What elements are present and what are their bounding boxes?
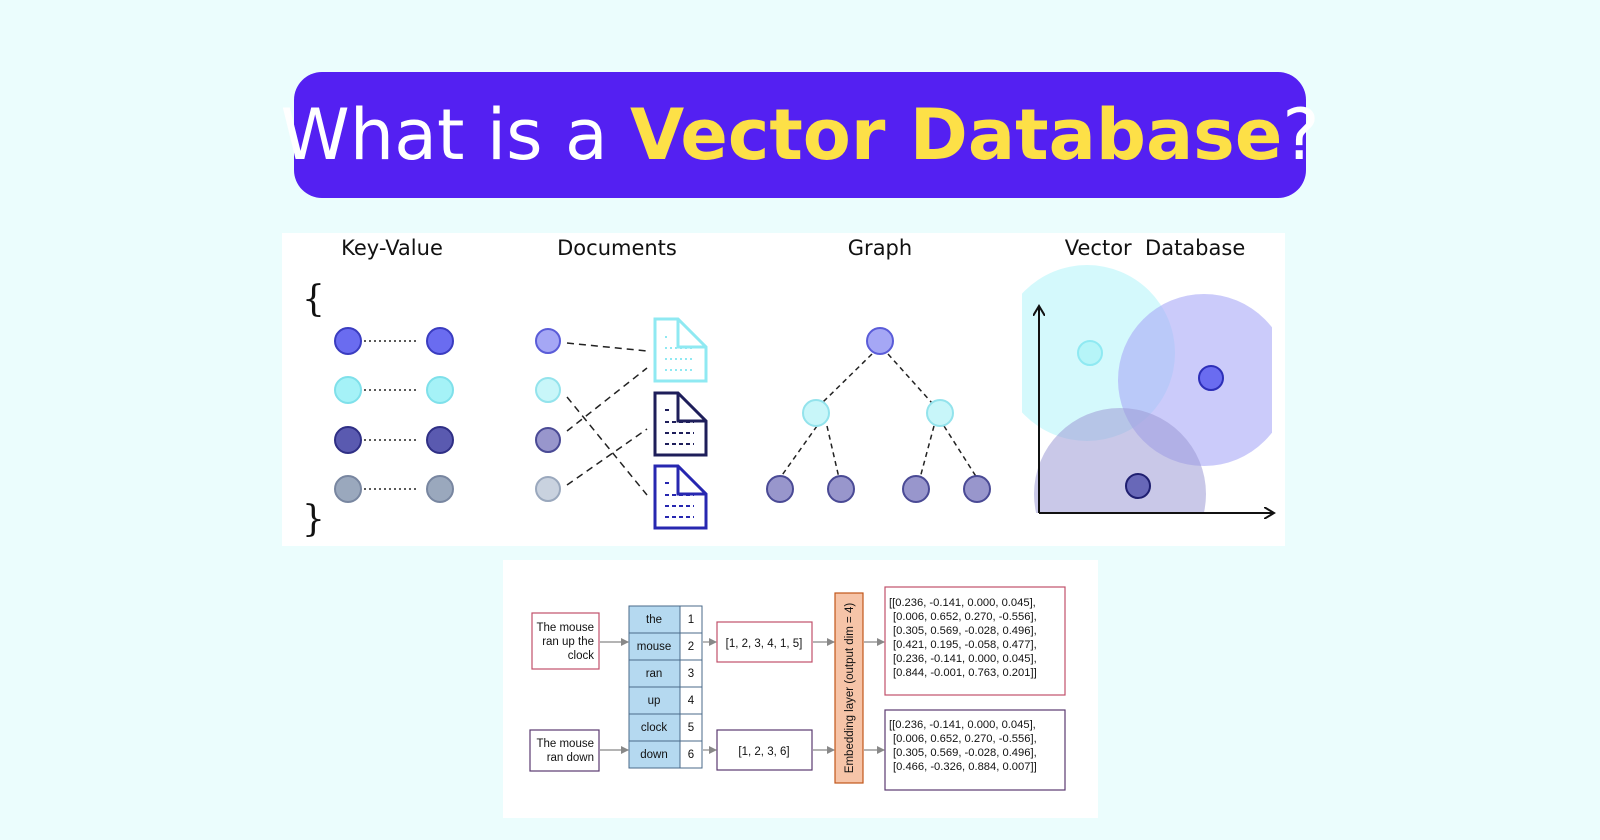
sentence-2-line: The mouse [536,738,594,750]
title-highlight: Vector Database [630,94,1283,176]
value-node [426,376,454,404]
value-node [426,475,454,503]
vocabulary-word: down [640,749,668,761]
vocabulary-index: 5 [688,722,694,734]
output-2-row: [[0.236, -0.141, 0.000, 0.045], [889,719,1036,731]
index-list-box [716,621,813,663]
vector-point [1198,365,1224,391]
open-brace: { [302,279,325,320]
documents-diagram [535,317,708,530]
vector-space-diagram [1022,265,1285,546]
graph-root-node [866,327,894,355]
embedding-output-box [884,586,1066,696]
key-node [334,475,362,503]
vocabulary-word: ran [646,668,663,680]
document-node [535,476,561,502]
key-node [334,327,362,355]
database-types-diagram: Key-Value Documents Graph Vector Databas… [302,236,1285,546]
document-node [535,427,561,453]
documents-header: Documents [557,236,677,260]
sentence-box [531,612,600,670]
sentence-1-line: ran up the [542,636,594,648]
output-1-row: [[0.236, -0.141, 0.000, 0.045], [889,597,1036,609]
key-value-header: Key-Value [341,236,443,260]
graph-diagram [766,327,991,503]
embedding-layer-box [834,592,864,784]
output-2-row: [0.466, -0.326, 0.884, 0.007]] [893,761,1037,773]
vocabulary-word: up [648,695,661,707]
graph-node [802,399,830,427]
close-brace: } [302,499,325,540]
output-1-row: [0.006, 0.652, 0.270, -0.556], [893,611,1037,623]
embedding-layer-label: Embedding layer (output dim = 4) [844,603,856,774]
key-value-diagram: { } [302,279,454,540]
output-1-row: [0.844, -0.001, 0.763, 0.201]] [893,667,1037,679]
vector-point [1125,473,1151,499]
vocabulary-word: the [646,614,662,626]
title-suffix: ? [1282,94,1320,176]
vector-database-header: Vector Database [1065,236,1245,260]
sentence-2-line: ran down [547,752,594,764]
output-2-row: [0.305, 0.569, -0.028, 0.496], [893,747,1037,759]
output-1-row: [0.305, 0.569, -0.028, 0.496], [893,625,1037,637]
value-node [426,327,454,355]
vocabulary-index: 6 [688,749,694,761]
graph-leaf-node [963,475,991,503]
output-1-row: [0.236, -0.141, 0.000, 0.045], [893,653,1037,665]
vocabulary-index: 1 [688,614,694,626]
key-node [334,426,362,454]
vocabulary-index: 3 [688,668,694,680]
title-banner: What is a Vector Database? [281,72,1319,198]
graph-leaf-node [766,475,794,503]
sentence-1-line: clock [568,650,594,662]
key-node [334,376,362,404]
document-node [535,328,561,354]
embedding-panel: The mouse ran up the clock The mouse ran… [503,560,1098,818]
vocabulary-index: 4 [688,695,695,707]
navy-cluster-region [1034,408,1206,513]
vocabulary-word: clock [641,722,667,734]
index-list-2: [1, 2, 3, 6] [738,746,789,758]
graph-node [926,399,954,427]
document-icon [653,317,708,383]
sentence-1-line: The mouse [536,622,594,634]
graph-leaf-node [827,475,855,503]
embedding-output-box [884,709,1066,791]
graph-leaf-node [902,475,930,503]
graph-header: Graph [848,236,912,260]
title-prefix: What is a [280,94,631,176]
document-icon [653,464,708,530]
embedding-diagram: The mouse ran up the clock The mouse ran… [529,586,1066,791]
value-node [426,426,454,454]
vocabulary-index: 2 [688,641,694,653]
database-types-panel: Key-Value Documents Graph Vector Databas… [282,233,1285,546]
sentence-box [529,729,600,772]
vocabulary-word: mouse [637,641,672,653]
index-list-1: [1, 2, 3, 4, 1, 5] [726,638,803,650]
index-list-box [716,729,813,771]
output-2-row: [0.006, 0.652, 0.270, -0.556], [893,733,1037,745]
vector-point [1077,340,1103,366]
output-1-row: [0.421, 0.195, -0.058, 0.477], [893,639,1037,651]
document-node [535,377,561,403]
vocabulary-table: the 1 mouse 2 ran 3 up 4 clock 5 down 6 [628,605,703,769]
document-icon [653,391,708,457]
